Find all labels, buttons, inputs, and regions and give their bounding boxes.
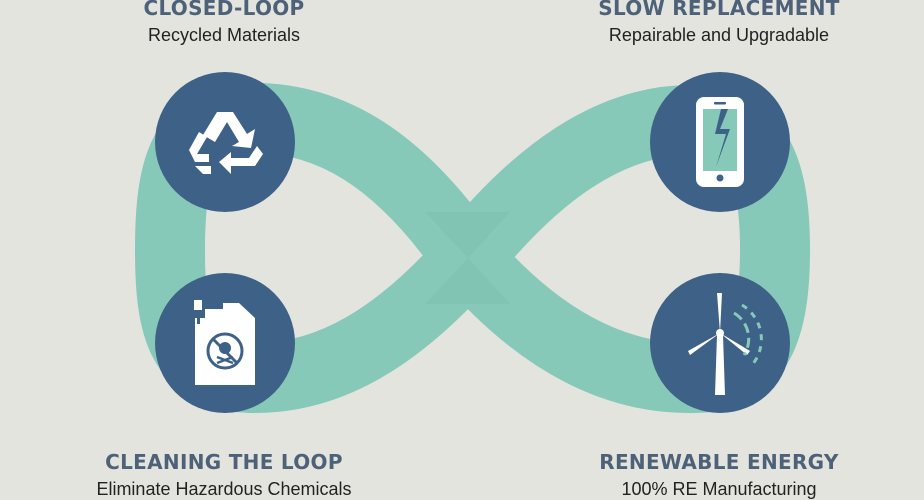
infinity-loop	[134, 82, 811, 414]
slow-replacement-label: Slow Replacement Repairable and Upgradab…	[549, 0, 889, 46]
loop-right-lobe	[433, 84, 811, 414]
loop-crossing-shade	[425, 212, 510, 304]
closed-loop-badge	[155, 72, 295, 212]
slow-replacement-subtitle: Repairable and Upgradable	[608, 25, 830, 45]
wind-turbine-icon	[688, 293, 763, 395]
recycle-icon	[189, 112, 263, 174]
closed-loop-subtitle: Recycled Materials	[147, 25, 301, 45]
broken-phone-icon	[696, 97, 744, 187]
cleaning-loop-title: Cleaning the Loop	[105, 450, 343, 474]
renewable-energy-label: Renewable Energy 100% RE Manufacturing	[549, 450, 889, 500]
chemical-canister-icon	[194, 300, 255, 385]
closed-loop-title: Closed-Loop	[143, 0, 305, 20]
cleaning-loop-label: Cleaning the Loop Eliminate Hazardous Ch…	[54, 450, 394, 500]
renewable-energy-title: Renewable Energy	[599, 450, 839, 474]
renewable-energy-subtitle: 100% RE Manufacturing	[621, 479, 817, 499]
loop-left-lobe	[134, 82, 503, 414]
slow-replacement-title: Slow Replacement	[598, 0, 840, 20]
slow-replacement-badge	[650, 72, 790, 212]
cleaning-loop-subtitle: Eliminate Hazardous Chemicals	[96, 479, 352, 499]
cleaning-loop-badge	[155, 273, 295, 413]
closed-loop-label: Closed-Loop Recycled Materials	[54, 0, 394, 46]
renewable-energy-badge	[650, 273, 790, 413]
